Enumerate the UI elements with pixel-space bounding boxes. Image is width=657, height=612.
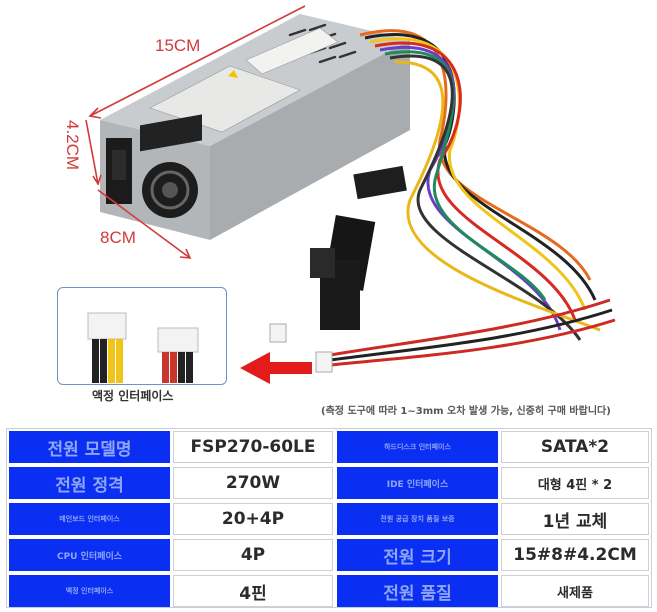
- spec-value: 1년 교체: [501, 503, 649, 535]
- spec-value: 15#8#4.2CM: [501, 539, 649, 571]
- depth-dimension-label: 8CM: [100, 228, 136, 247]
- table-row: 메인보드 인터페이스 20+4P 전원 공급 장치 품질 보증 1년 교체: [7, 503, 651, 537]
- width-dimension-label: 15CM: [155, 36, 201, 55]
- spec-key: 전원 품질: [337, 575, 498, 607]
- table-row: 전원 정격 270W IDE 인터페이스 대형 4핀 * 2: [7, 467, 651, 501]
- spec-key: IDE 인터페이스: [337, 467, 498, 499]
- spec-value: 4핀: [173, 575, 333, 607]
- spec-value: 새제품: [501, 575, 649, 607]
- spec-value: FSP270-60LE: [173, 431, 333, 463]
- psu-product-photo: [85, 5, 616, 384]
- spec-key: 하드디스크 인터페이스: [337, 431, 498, 463]
- spec-value: 4P: [173, 539, 333, 571]
- spec-value: SATA*2: [501, 431, 649, 463]
- spec-key: 전원 모델명: [9, 431, 170, 463]
- spec-key: 전원 정격: [9, 467, 170, 499]
- spec-value: 대형 4핀 * 2: [501, 467, 649, 499]
- height-dimension-label: 4.2CM: [63, 120, 82, 171]
- table-row: 전원 모델명 FSP270-60LE 하드디스크 인터페이스 SATA*2: [7, 431, 651, 465]
- lcd-connector-photo: [87, 312, 199, 383]
- spec-value: 270W: [173, 467, 333, 499]
- spec-value: 20+4P: [173, 503, 333, 535]
- table-row: CPU 인터페이스 4P 전원 크기 15#8#4.2CM: [7, 539, 651, 573]
- spec-key: 액정 인터페이스: [9, 575, 170, 607]
- spec-table: 전원 모델명 FSP270-60LE 하드디스크 인터페이스 SATA*2 전원…: [6, 428, 652, 608]
- lcd-interface-caption: 액정 인터페이스: [92, 389, 174, 403]
- spec-key: CPU 인터페이스: [9, 539, 170, 571]
- measurement-note: (측정 도구에 따라 1~3mm 오차 발생 가능, 신중히 구매 바랍니다): [321, 406, 611, 417]
- spec-key: 전원 공급 장치 품질 보증: [337, 503, 498, 535]
- spec-key: 전원 크기: [337, 539, 498, 571]
- table-row: 액정 인터페이스 4핀 전원 품질 새제품: [7, 575, 651, 609]
- lcd-connector-inset: [57, 287, 227, 385]
- spec-key: 메인보드 인터페이스: [9, 503, 170, 535]
